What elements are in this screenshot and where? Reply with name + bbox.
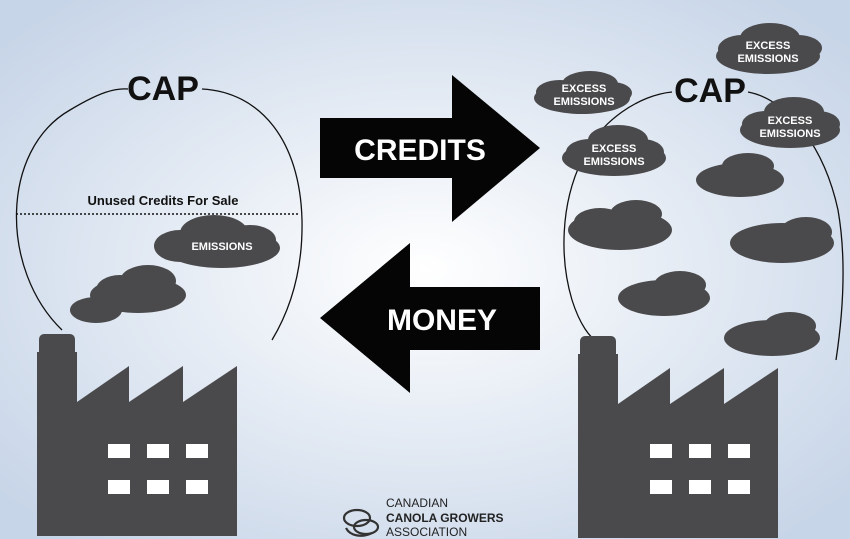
- excess-cloud-4: [562, 125, 666, 176]
- right-smoke-cloud-c: [730, 217, 834, 263]
- left-smoke-cloud-2: [70, 297, 122, 323]
- left-factory: [37, 334, 237, 536]
- excess-cloud-1-line2: EMISSIONS: [553, 96, 614, 108]
- right-factory-windows: [650, 444, 750, 494]
- excess-cloud-1-line1: EXCESS: [562, 83, 607, 95]
- left-cap-label: CAP: [127, 70, 199, 108]
- right-smoke-cloud-d: [618, 271, 710, 316]
- unused-credits-label: Unused Credits For Sale: [88, 193, 239, 208]
- left-factory-windows: [108, 444, 208, 494]
- excess-cloud-2-line2: EMISSIONS: [737, 53, 798, 65]
- left-cap-ellipse: [15, 88, 303, 341]
- association-logo: CANADIAN CANOLA GROWERS ASSOCIATION: [342, 496, 504, 539]
- credits-label: CREDITS: [354, 134, 486, 167]
- excess-cloud-3: [740, 97, 840, 148]
- right-cap-label: CAP: [674, 72, 746, 110]
- excess-cloud-4-line1: EXCESS: [592, 143, 637, 155]
- logo-line3: ASSOCIATION: [386, 525, 467, 539]
- excess-cloud-1: [534, 71, 632, 114]
- excess-cloud-3-line1: EXCESS: [768, 115, 813, 127]
- credits-arrow: CREDITS: [320, 75, 540, 222]
- money-arrow: MONEY: [320, 243, 540, 393]
- logo-line1: CANADIAN: [386, 496, 448, 510]
- excess-cloud-2: [716, 23, 822, 74]
- excess-cloud-2-line1: EXCESS: [746, 40, 791, 52]
- right-smoke-cloud-a: [696, 153, 784, 197]
- emissions-cloud-label: EMISSIONS: [191, 241, 252, 253]
- right-factory: [578, 336, 778, 538]
- right-smoke-cloud-b: [568, 200, 672, 250]
- logo-line2: CANOLA GROWERS: [386, 511, 504, 525]
- excess-cloud-4-line2: EMISSIONS: [583, 156, 644, 168]
- right-smoke-cloud-e: [724, 312, 820, 356]
- emissions-cloud: [154, 215, 280, 268]
- left-company: CAP Unused Credits For Sale EMISSIONS: [15, 70, 303, 536]
- money-label: MONEY: [387, 304, 497, 337]
- canola-logo-icon: [342, 508, 380, 537]
- right-company: CAP EXCESS EMISSIONS EXCESS EMISSIONS: [534, 23, 844, 538]
- excess-cloud-3-line2: EMISSIONS: [759, 128, 820, 140]
